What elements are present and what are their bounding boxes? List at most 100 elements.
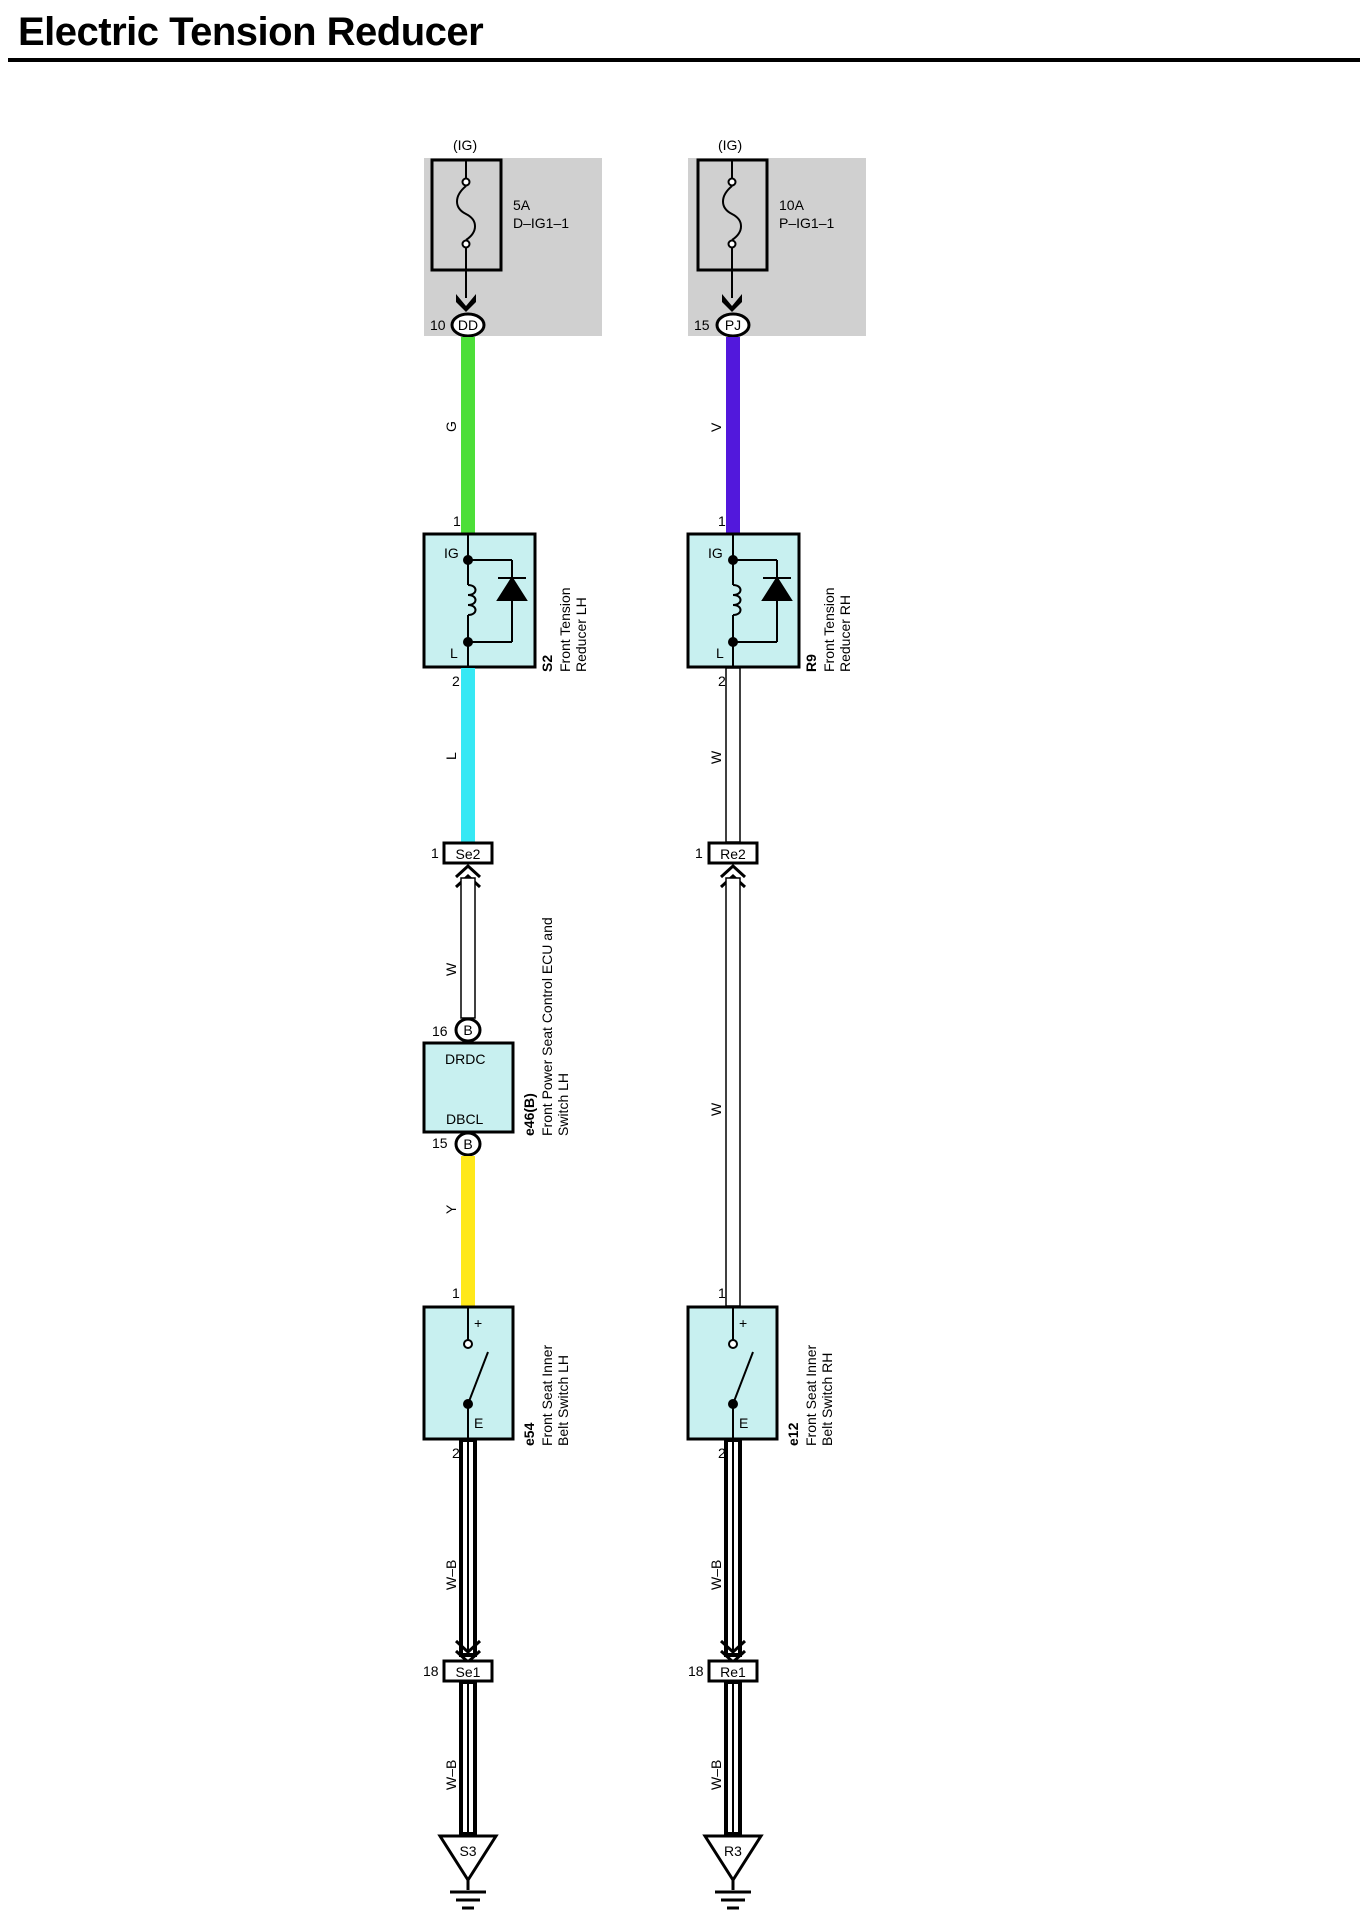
- switch-right-icon: [728, 1307, 754, 1439]
- wire-wb-right-1-label: W–B: [708, 1560, 724, 1590]
- s2-name-2: Reducer LH: [573, 597, 589, 672]
- r9-name-2: Reducer RH: [837, 595, 853, 672]
- e54-code: e54: [521, 1422, 537, 1446]
- jc-pin-left: 10: [430, 317, 446, 333]
- wire-wb-left-1-label: W–B: [443, 1560, 459, 1590]
- ecu-name-1: Front Power Seat Control ECU and: [539, 917, 555, 1136]
- ecu-pin16: 16: [432, 1023, 448, 1039]
- se2-box: [442, 841, 494, 865]
- relay-coil-diode-left-icon: [463, 534, 528, 667]
- title-rule: [8, 58, 1360, 62]
- r9-ig: IG: [708, 545, 723, 561]
- r9-code: R9: [803, 654, 819, 672]
- wire-l: [461, 668, 475, 842]
- relay-coil-diode-right-icon: [728, 534, 793, 667]
- ground-triangle-r3: [702, 1834, 764, 1883]
- connector-chevron-se2-icon: [454, 863, 482, 889]
- e54-e: E: [474, 1415, 483, 1431]
- wire-w-right-1: [725, 667, 741, 843]
- jc-oval-right: [715, 312, 751, 338]
- wire-w-right-1-label: W: [708, 750, 724, 764]
- ground-right-icon: [715, 1880, 751, 1910]
- right-circuit: (IG) 10A P–IG1–1 PJ 15 V 1 IG L: [686, 137, 866, 1910]
- left-circuit: (IG) 5A D–IG1–1 DD 10 G 1 IG L: [422, 137, 602, 1910]
- switch-left-icon: [463, 1307, 489, 1439]
- ground-s3-label: S3: [459, 1843, 476, 1859]
- e54-pin2: 2: [452, 1445, 460, 1461]
- fuse-element-left-icon: [456, 160, 476, 298]
- e12-code: e12: [785, 1422, 801, 1446]
- re2-label: Re2: [720, 846, 746, 862]
- fuse-amp-right: 10A: [779, 197, 805, 213]
- wire-w-right-2: [725, 877, 741, 1307]
- ecu-b1: B: [463, 1022, 472, 1038]
- wire-wb-left-2-label: W–B: [443, 1760, 459, 1790]
- ecu-b2-oval: [454, 1131, 482, 1157]
- e12-pin2: 2: [718, 1445, 726, 1461]
- e12-name-2: Belt Switch RH: [819, 1353, 835, 1446]
- ecu-dbcl: DBCL: [446, 1111, 484, 1127]
- jc-label-right: PJ: [725, 317, 741, 333]
- re1-pin: 18: [688, 1663, 704, 1679]
- s2-pin1: 1: [453, 513, 461, 529]
- e12-e: E: [739, 1415, 748, 1431]
- s2-l: L: [450, 645, 458, 661]
- e54-name-2: Belt Switch LH: [555, 1355, 571, 1446]
- s2-code: S2: [539, 655, 555, 672]
- re2-pin: 1: [695, 845, 703, 861]
- ecu-pin15: 15: [432, 1135, 448, 1151]
- e54-plus: +: [474, 1315, 482, 1331]
- connector-chevron-re2-icon: [719, 863, 747, 889]
- ground-left-icon: [450, 1880, 486, 1910]
- se2-pin: 1: [431, 845, 439, 861]
- e12-plus: +: [739, 1315, 747, 1331]
- fuse-element-right-icon: [722, 160, 742, 298]
- ecu-name-2: Switch LH: [555, 1073, 571, 1136]
- fuse-name-right: P–IG1–1: [779, 215, 834, 231]
- fuse-box-right: [688, 158, 866, 336]
- jc-label-left: DD: [458, 317, 478, 333]
- ground-triangle-s3: [437, 1834, 499, 1883]
- wire-l-label: L: [443, 752, 459, 760]
- se1-label: Se1: [456, 1664, 481, 1680]
- ig-label-right: (IG): [718, 137, 742, 153]
- ig-label-left: (IG): [453, 137, 477, 153]
- ecu-code: e46(B): [521, 1093, 537, 1136]
- ecu-b2: B: [463, 1136, 472, 1152]
- wire-y-label: Y: [443, 1204, 459, 1214]
- connector-arrow-right-icon: [722, 294, 742, 312]
- e12-name-1: Front Seat Inner: [803, 1344, 819, 1446]
- wire-wb-right-2-label: W–B: [708, 1760, 724, 1790]
- wire-g: [461, 337, 475, 533]
- wire-v: [726, 337, 740, 533]
- r9-pin2: 2: [718, 673, 726, 689]
- e54-name-1: Front Seat Inner: [539, 1344, 555, 1446]
- fuse-amp-left: 5A: [513, 197, 531, 213]
- r9-pin1: 1: [718, 513, 726, 529]
- e54-pin1: 1: [452, 1285, 460, 1301]
- r9-name-1: Front Tension: [821, 587, 837, 672]
- e12-pin1: 1: [718, 1285, 726, 1301]
- re1-label: Re1: [720, 1664, 746, 1680]
- re2-box: [707, 841, 759, 865]
- se2-label: Se2: [456, 846, 481, 862]
- ground-r3-label: R3: [724, 1843, 742, 1859]
- wire-v-label: V: [708, 422, 724, 432]
- wire-y: [461, 1156, 475, 1306]
- wire-w-left: [460, 877, 476, 1019]
- ecu-b1-oval: [454, 1017, 482, 1043]
- fuse-box-left: [424, 158, 602, 336]
- s2-ig: IG: [444, 545, 459, 561]
- jc-pin-right: 15: [694, 317, 710, 333]
- s2-name-1: Front Tension: [557, 587, 573, 672]
- se1-pin: 18: [423, 1663, 439, 1679]
- fuse-name-left: D–IG1–1: [513, 215, 569, 231]
- r9-l: L: [716, 645, 724, 661]
- page-title: Electric Tension Reducer: [18, 10, 484, 54]
- connector-arrow-left-icon: [456, 294, 476, 312]
- jc-oval-left: [450, 312, 486, 338]
- ecu-drdc: DRDC: [445, 1051, 485, 1067]
- wire-w-right-2-label: W: [708, 1102, 724, 1116]
- wire-g-label: G: [443, 421, 459, 432]
